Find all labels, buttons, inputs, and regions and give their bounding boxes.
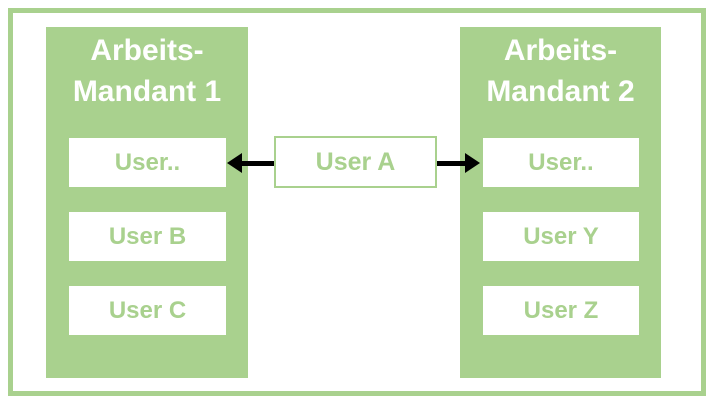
user-box-mandant1-slot1: User..: [69, 138, 226, 187]
mandant-box-1: Arbeits- Mandant 1 User.. User B User C: [46, 27, 248, 378]
mandant-box-2: Arbeits- Mandant 2 User.. User Y User Z: [460, 27, 661, 378]
outer-border: [8, 8, 706, 396]
mandant-1-title: Arbeits- Mandant 1: [46, 27, 248, 138]
user-box-mandant2-slot1: User..: [483, 138, 639, 187]
arrow-right-icon: [437, 153, 480, 173]
user-box-mandant2-slot2: User Y: [483, 212, 639, 261]
arrow-left-icon: [227, 153, 274, 173]
central-user-box: User A: [274, 136, 437, 188]
arrow-left-head: [227, 153, 242, 173]
mandant-1-title-line-1: Arbeits-: [90, 34, 204, 67]
mandant-2-title: Arbeits- Mandant 2: [460, 27, 661, 138]
user-box-mandant1-slot3: User C: [69, 286, 226, 335]
mandant-2-user-list: User.. User Y User Z: [483, 138, 639, 335]
arrow-right-head: [465, 153, 480, 173]
mandant-2-title-line-2: Mandant 2: [486, 75, 635, 108]
user-box-mandant1-slot2: User B: [69, 212, 226, 261]
arrow-right-shaft: [437, 160, 467, 166]
user-box-mandant2-slot3: User Z: [483, 286, 639, 335]
mandant-1-title-line-2: Mandant 1: [72, 75, 222, 108]
mandant-2-title-line-1: Arbeits-: [503, 34, 618, 67]
arrow-left-shaft: [240, 160, 274, 166]
mandant-1-user-list: User.. User B User C: [69, 138, 226, 335]
